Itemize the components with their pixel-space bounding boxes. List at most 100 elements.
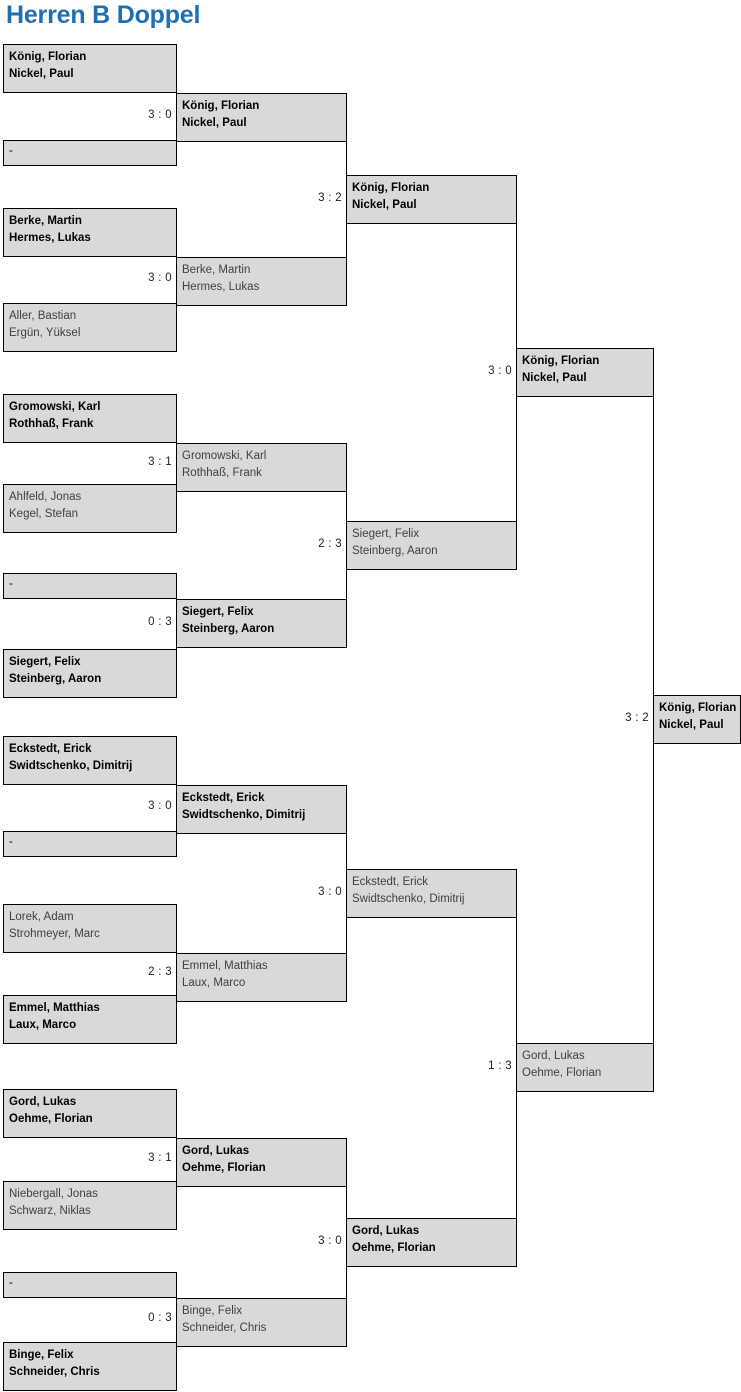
player-name: Gord, Lukas: [522, 1050, 585, 1062]
player-name: Oehme, Florian: [522, 1066, 602, 1079]
bracket-connector: [176, 93, 177, 140]
round1-slot-7[interactable]: -: [3, 573, 177, 599]
player-name: Berke, Martin: [9, 215, 82, 227]
bracket-connector: [653, 397, 654, 1043]
player-name: Eckstedt, Erick: [9, 743, 92, 755]
player-name: Hermes, Lukas: [9, 231, 91, 244]
player-name: Nickel, Paul: [522, 371, 587, 384]
player-name: Steinberg, Aaron: [352, 544, 438, 557]
player-name: Laux, Marco: [9, 1018, 77, 1031]
bracket-connector: [176, 599, 177, 649]
player-name: König, Florian: [352, 182, 430, 194]
player-name: Berke, Martin: [182, 264, 251, 276]
bracket-connector: [346, 492, 347, 599]
player-name: Nickel, Paul: [182, 116, 247, 129]
round3-score-1: 3 : 0: [488, 364, 512, 377]
player-name: Swidtschenko, Dimitrij: [182, 808, 306, 821]
bracket-connector: [346, 1187, 347, 1298]
round3-score-2: 1 : 3: [488, 1060, 512, 1072]
player-name: Niebergall, Jonas: [9, 1188, 98, 1200]
bracket-connector: [176, 953, 177, 995]
player-name: Siegert, Felix: [182, 606, 254, 618]
round1-slot-15[interactable]: -: [3, 1272, 177, 1298]
player-name: Swidtschenko, Dimitrij: [9, 759, 133, 772]
player-name: -: [9, 578, 13, 590]
player-name: Rothhaß, Frank: [182, 466, 262, 479]
round1-slot-10[interactable]: -: [3, 831, 177, 857]
player-name: Kegel, Stefan: [9, 507, 79, 520]
player-name: König, Florian: [659, 702, 736, 714]
round1-score-7: 3 : 1: [148, 1151, 172, 1164]
player-name: Emmel, Matthias: [182, 960, 268, 972]
round2-score-3: 3 : 0: [318, 885, 342, 898]
player-name: Oehme, Florian: [182, 1161, 266, 1174]
player-name: Siegert, Felix: [9, 656, 81, 668]
bracket-connector: [346, 834, 347, 953]
bracket-connector: [176, 443, 177, 484]
round1-score-4: 0 : 3: [148, 616, 172, 628]
round1-score-5: 3 : 0: [148, 800, 172, 812]
round1-slot-2[interactable]: -: [3, 140, 177, 166]
player-name: Ahlfeld, Jonas: [9, 491, 82, 503]
player-name: Strohmeyer, Marc: [9, 927, 100, 940]
round4-score-1: 3 : 2: [625, 712, 649, 724]
player-name: Emmel, Matthias: [9, 1002, 100, 1014]
player-name: -: [9, 1277, 13, 1289]
player-name: Siegert, Felix: [352, 528, 420, 540]
round1-score-6: 2 : 3: [148, 966, 172, 978]
player-name: Eckstedt, Erick: [182, 792, 265, 804]
player-name: Eckstedt, Erick: [352, 876, 429, 888]
bracket-connector: [176, 257, 177, 303]
player-name: Steinberg, Aaron: [9, 672, 102, 685]
player-name: Hermes, Lukas: [182, 280, 260, 293]
round2-score-4: 3 : 0: [318, 1234, 342, 1247]
player-name: Laux, Marco: [182, 976, 246, 989]
player-name: -: [9, 145, 13, 157]
bracket-connector: [516, 224, 517, 521]
player-name: Nickel, Paul: [659, 718, 724, 731]
bracket-connector: [176, 785, 177, 831]
player-name: König, Florian: [182, 100, 260, 112]
bracket-connector: [516, 918, 517, 1218]
round2-score-1: 3 : 2: [318, 191, 342, 204]
player-name: -: [9, 836, 13, 848]
player-name: Swidtschenko, Dimitrij: [352, 892, 465, 905]
player-name: Gord, Lukas: [352, 1225, 420, 1237]
round1-score-1: 3 : 0: [148, 108, 172, 121]
round1-score-2: 3 : 0: [148, 272, 172, 284]
player-name: König, Florian: [522, 355, 600, 367]
player-name: Rothhaß, Frank: [9, 417, 94, 430]
player-name: Steinberg, Aaron: [182, 622, 275, 635]
player-name: Gromowski, Karl: [9, 401, 101, 413]
player-name: Schwarz, Niklas: [9, 1204, 91, 1217]
bracket-connector: [176, 1138, 177, 1181]
